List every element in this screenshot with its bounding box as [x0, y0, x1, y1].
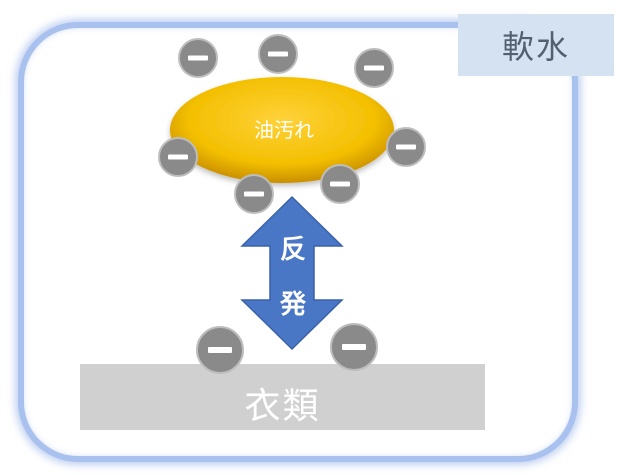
charge-marker: [354, 48, 394, 88]
oil-label: 油汚れ: [254, 118, 314, 142]
charge-marker: [386, 127, 426, 167]
charge-marker: [234, 174, 274, 214]
charge-marker: [158, 137, 198, 177]
charge-marker: [258, 34, 298, 74]
soft-water-tag: 軟水: [458, 14, 614, 76]
fabric-bar: 衣類: [80, 364, 485, 430]
charge-marker: [330, 323, 378, 371]
charge-marker: [196, 326, 244, 374]
charge-marker: [320, 164, 360, 204]
repulsion-char-2: 発: [279, 290, 306, 320]
oil-droplet: [170, 77, 394, 183]
charge-marker: [178, 38, 218, 78]
repulsion-arrow: [240, 195, 344, 351]
repulsion-char-1: 反: [279, 235, 306, 265]
fabric-label: 衣類: [244, 386, 321, 427]
soft-water-label: 軟水: [501, 28, 570, 66]
